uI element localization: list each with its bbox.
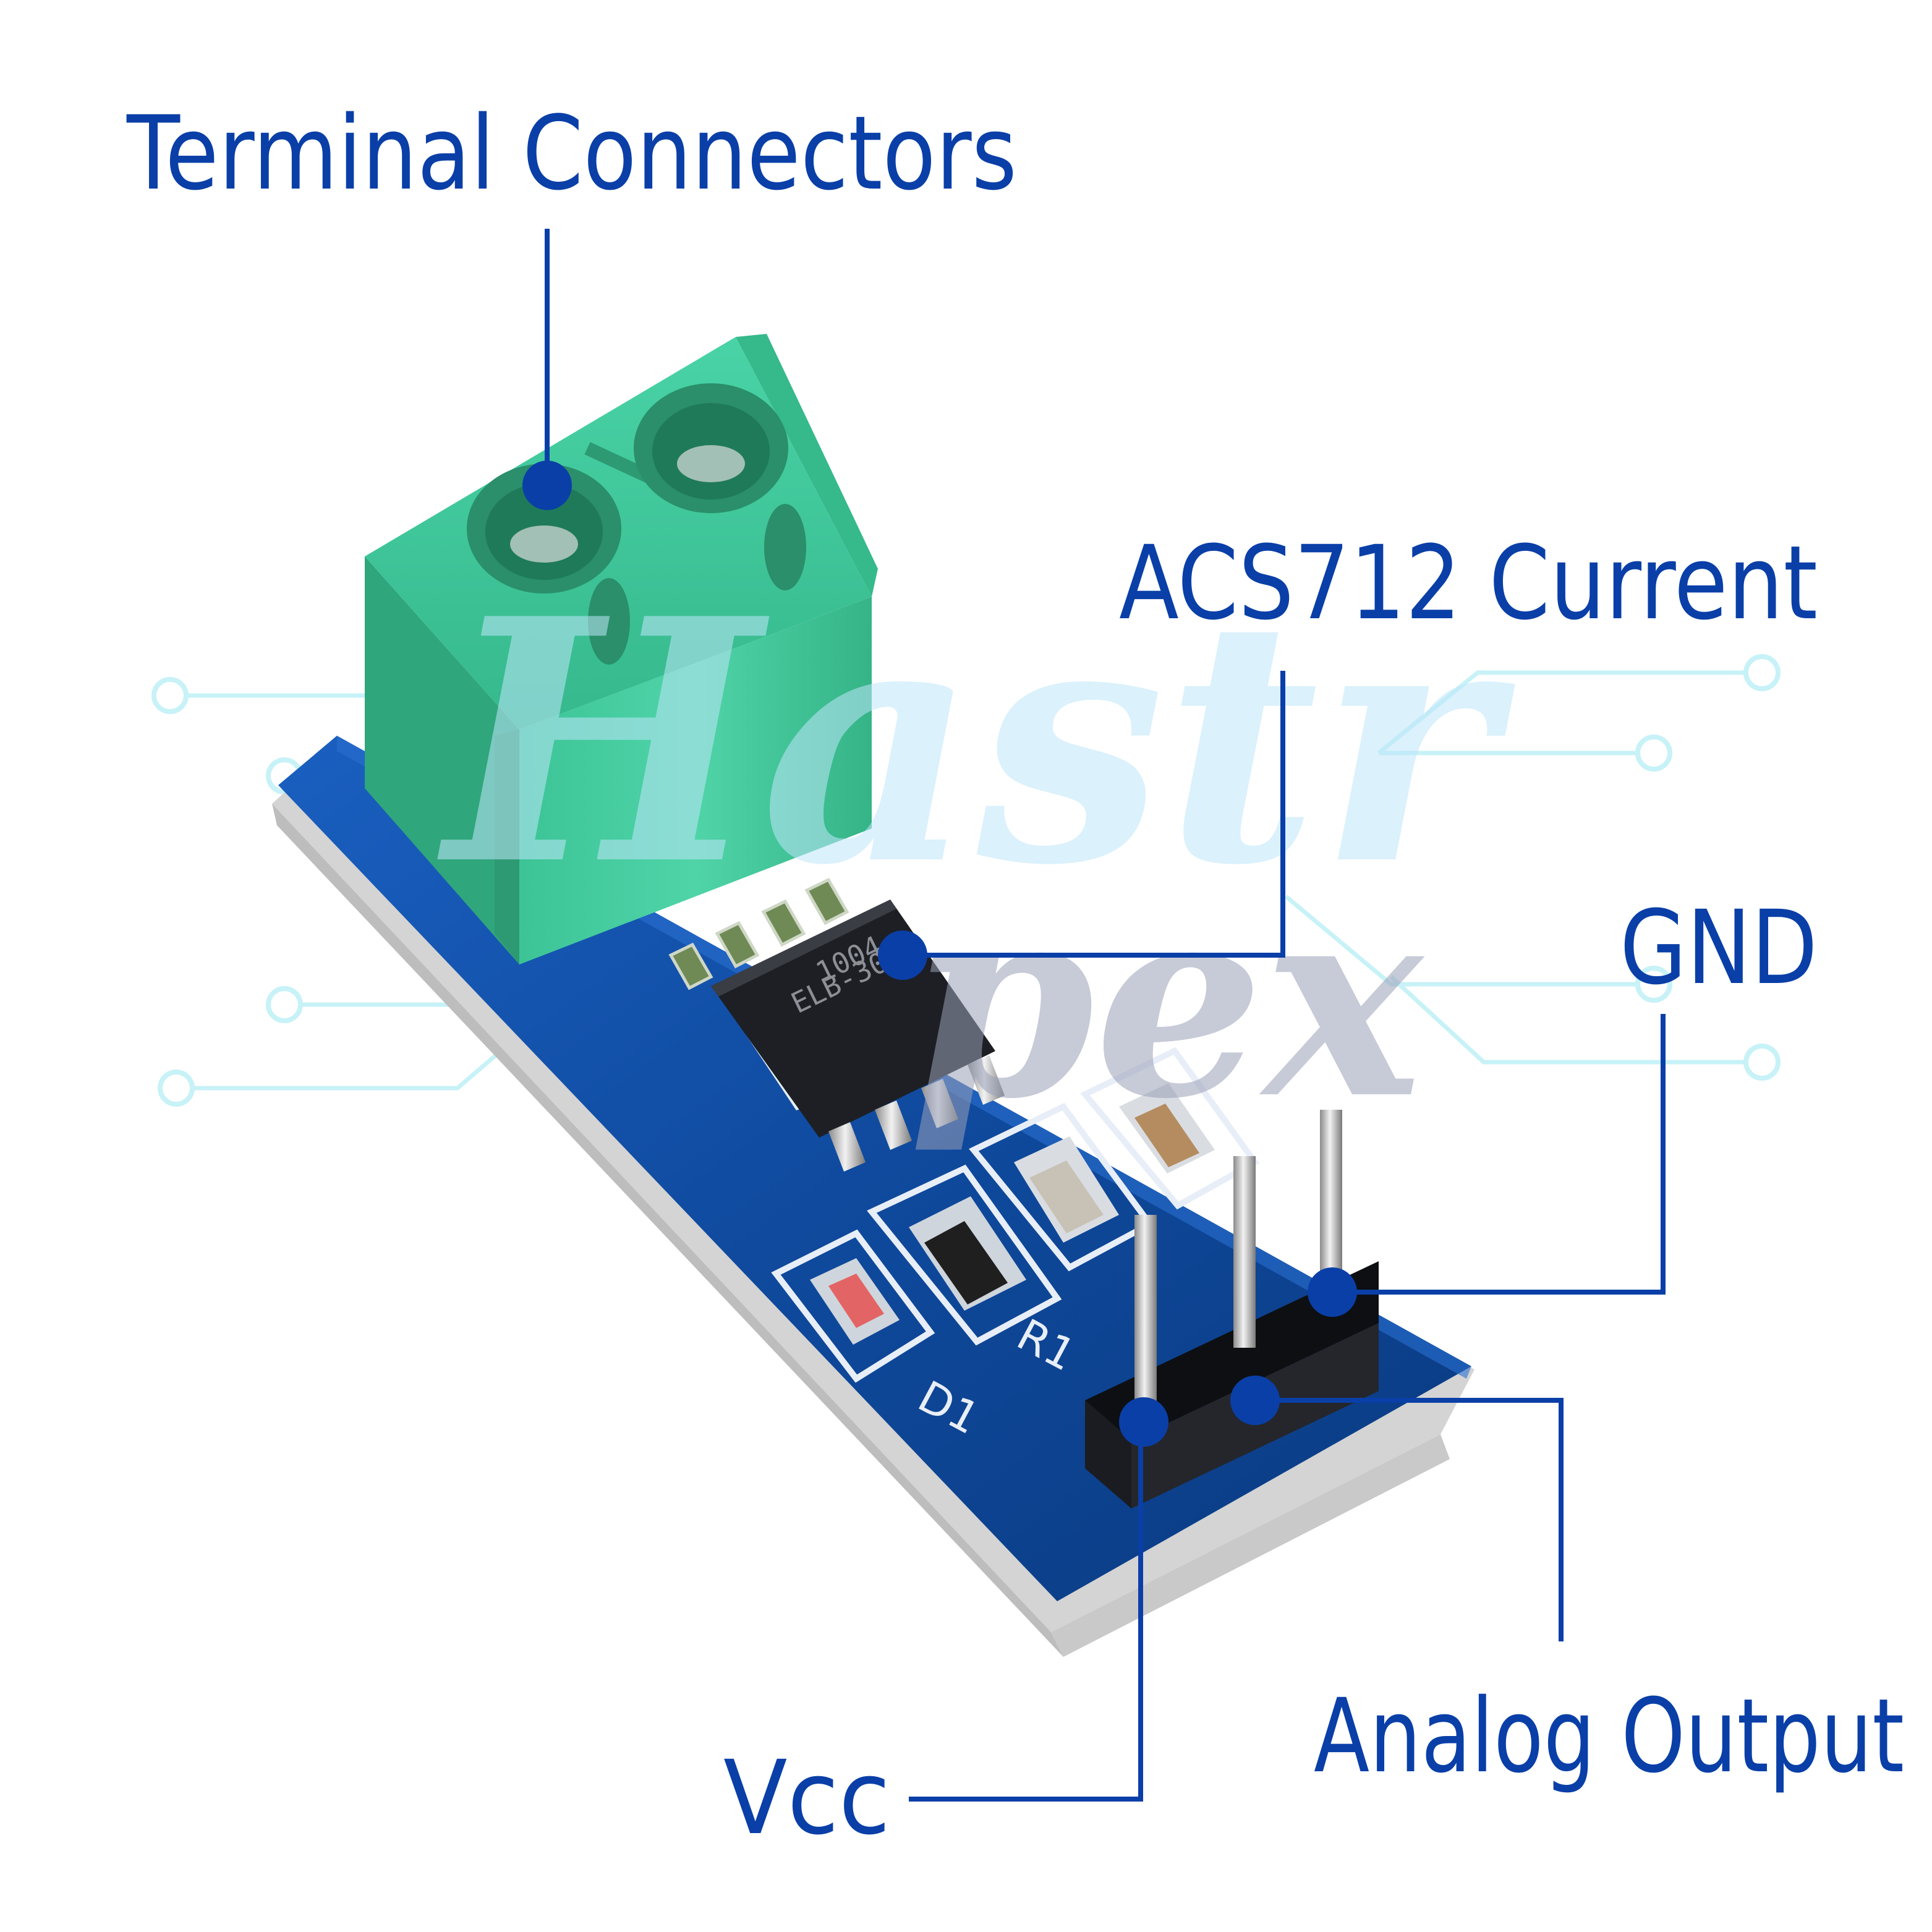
leader-terminal-dot xyxy=(522,461,572,510)
terminal-front-face xyxy=(519,597,872,964)
terminal-back-face xyxy=(736,334,878,597)
trace-node xyxy=(1743,1044,1781,1081)
terminal-block xyxy=(365,334,878,964)
terminal-slot xyxy=(495,730,519,964)
led-d1 xyxy=(810,1258,900,1345)
header-pin-out xyxy=(1233,1156,1256,1348)
board-edge-front xyxy=(1051,1434,1450,1657)
leader-gnd-dot xyxy=(1308,1267,1357,1317)
trace-node xyxy=(1743,654,1781,691)
trace-node xyxy=(151,677,189,714)
smd-components xyxy=(810,1083,1215,1345)
watermark: Hastr pex xyxy=(435,547,1517,1157)
header-left xyxy=(1085,1400,1131,1509)
decorative-circuit-traces xyxy=(151,654,1781,1107)
label-acs712-current: ACS712 Current xyxy=(1119,524,1818,642)
header-pin-gnd xyxy=(1320,1110,1342,1295)
chip-bottom-pins xyxy=(828,1055,1005,1172)
silkscreen-d1-box xyxy=(771,1229,935,1383)
trace-node xyxy=(1635,734,1672,772)
label-vcc: Vcc xyxy=(723,1738,890,1857)
label-terminal-connectors: Terminal Connectors xyxy=(126,94,1017,213)
trace-node xyxy=(266,986,303,1023)
terminal-wire-hole-left xyxy=(588,578,630,665)
watermark-word-1: Hastr xyxy=(435,547,1517,938)
leader-gnd xyxy=(1332,1014,1666,1295)
leader-acs712 xyxy=(903,671,1285,958)
trace-line xyxy=(1389,975,1746,1065)
capacitor-c2 xyxy=(1119,1083,1215,1173)
label-gnd: GND xyxy=(1620,888,1818,1007)
trace-line xyxy=(1377,670,1746,755)
right-traces xyxy=(1284,654,1781,1081)
trace-node xyxy=(158,1070,195,1107)
resistor-r1 xyxy=(909,1196,1026,1311)
silkscreen-r1-box xyxy=(867,1164,1062,1346)
leader-analog-output xyxy=(1255,1398,1564,1641)
terminal-left-face xyxy=(365,556,519,964)
leader-vcc xyxy=(909,1422,1143,1802)
leader-analog-output-dot xyxy=(1230,1376,1280,1425)
leader-lines xyxy=(522,229,1666,1802)
leader-vcc-dot xyxy=(1119,1397,1168,1447)
terminal-wire-hole-right xyxy=(764,504,806,590)
chip-body-edge xyxy=(711,900,896,997)
labels: Terminal Connectors ACS712 Current GND A… xyxy=(126,94,1904,1857)
capacitor-c1 xyxy=(1014,1136,1119,1243)
header-top xyxy=(1085,1261,1379,1440)
terminal-screw-right xyxy=(634,383,788,513)
chip-top-pins xyxy=(668,877,849,990)
terminal-screw-left xyxy=(467,464,621,594)
header-pin-vcc xyxy=(1134,1215,1157,1406)
trace-line xyxy=(1284,895,1638,987)
watermark-word-2: pex xyxy=(909,845,1426,1157)
label-analog-output: Analog Output xyxy=(1314,1677,1904,1795)
board-edge-side xyxy=(272,804,1063,1657)
leader-acs712-dot xyxy=(878,930,927,980)
